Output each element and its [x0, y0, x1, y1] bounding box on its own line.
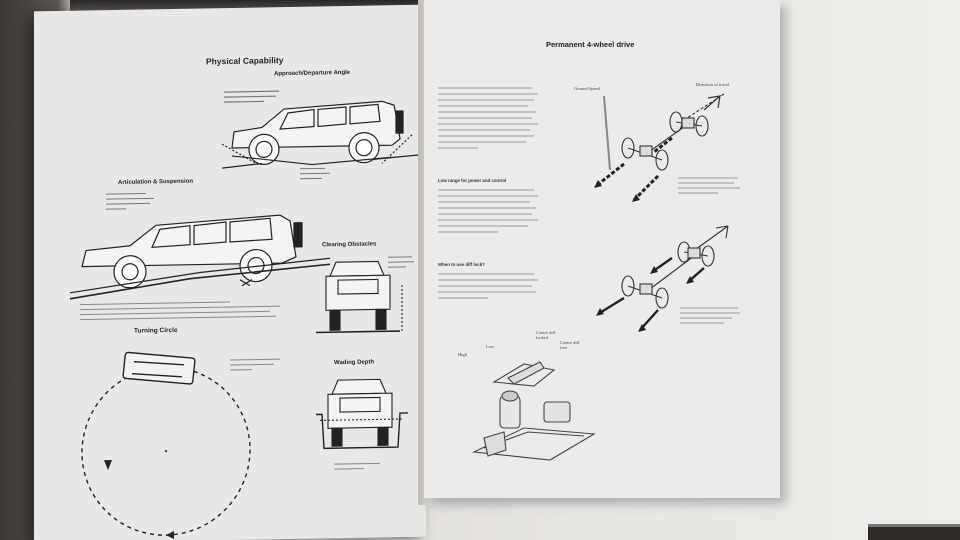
caption-diagram1-lines [678, 177, 740, 194]
section-title-diff-lock: When to use diff lock? [438, 262, 485, 267]
heading-wading-depth: Wading Depth [334, 359, 375, 367]
label-low: Low [486, 344, 495, 349]
body-text-diff-lock-lines [438, 273, 538, 299]
caption-articulation-lines [106, 192, 154, 210]
vehicle-front-wading-drawing [316, 378, 408, 450]
label-high: High [458, 352, 467, 357]
caption-ramp-lines [300, 167, 330, 180]
caption-turning-lines [230, 358, 280, 371]
label-centre-diff-free: Centre diff free [560, 340, 580, 350]
right-page: Permanent 4-wheel drive Low range for po… [424, 0, 780, 498]
vehicle-side-articulation-drawing [69, 214, 331, 300]
caption-suspension-lines [80, 301, 280, 321]
body-text-low-range-lines [438, 189, 538, 233]
section-title-low-range: Low range for power and control [438, 178, 507, 183]
table-edge [868, 524, 960, 540]
heading-clearing-obstacles: Clearing Obstacles [322, 241, 377, 249]
vehicle-front-clearance-drawing [316, 260, 403, 334]
label-centre-diff-locked: Centre diff locked [536, 330, 556, 340]
drivetrain-diagram-slip [596, 225, 729, 332]
caption-diagram2-lines [680, 307, 740, 324]
left-page: Physical Capability Approach/Departure A… [34, 4, 426, 540]
caption-clearance-lines [388, 256, 414, 268]
body-text-intro-lines [438, 87, 538, 149]
caption-wading-lines [334, 462, 380, 470]
drivetrain-diagram-normal [594, 93, 725, 202]
heading-turning-circle: Turning Circle [134, 326, 178, 335]
heading-permanent-4wd: Permanent 4-wheel drive [546, 40, 635, 49]
turning-circle-diagram [81, 351, 251, 539]
gear-lever-diagram [472, 361, 596, 461]
label-direction-of-travel: Direction of travel [696, 82, 730, 87]
heading-approach-departure: Approach/Departure Angle [274, 69, 351, 78]
caption-approach-lines [224, 90, 279, 103]
heading-physical-capability: Physical Capability [206, 55, 284, 67]
vehicle-side-approach-drawing [221, 100, 423, 169]
label-ground-speed: Ground Speed [574, 86, 600, 91]
heading-articulation: Articulation & Suspension [118, 178, 194, 186]
